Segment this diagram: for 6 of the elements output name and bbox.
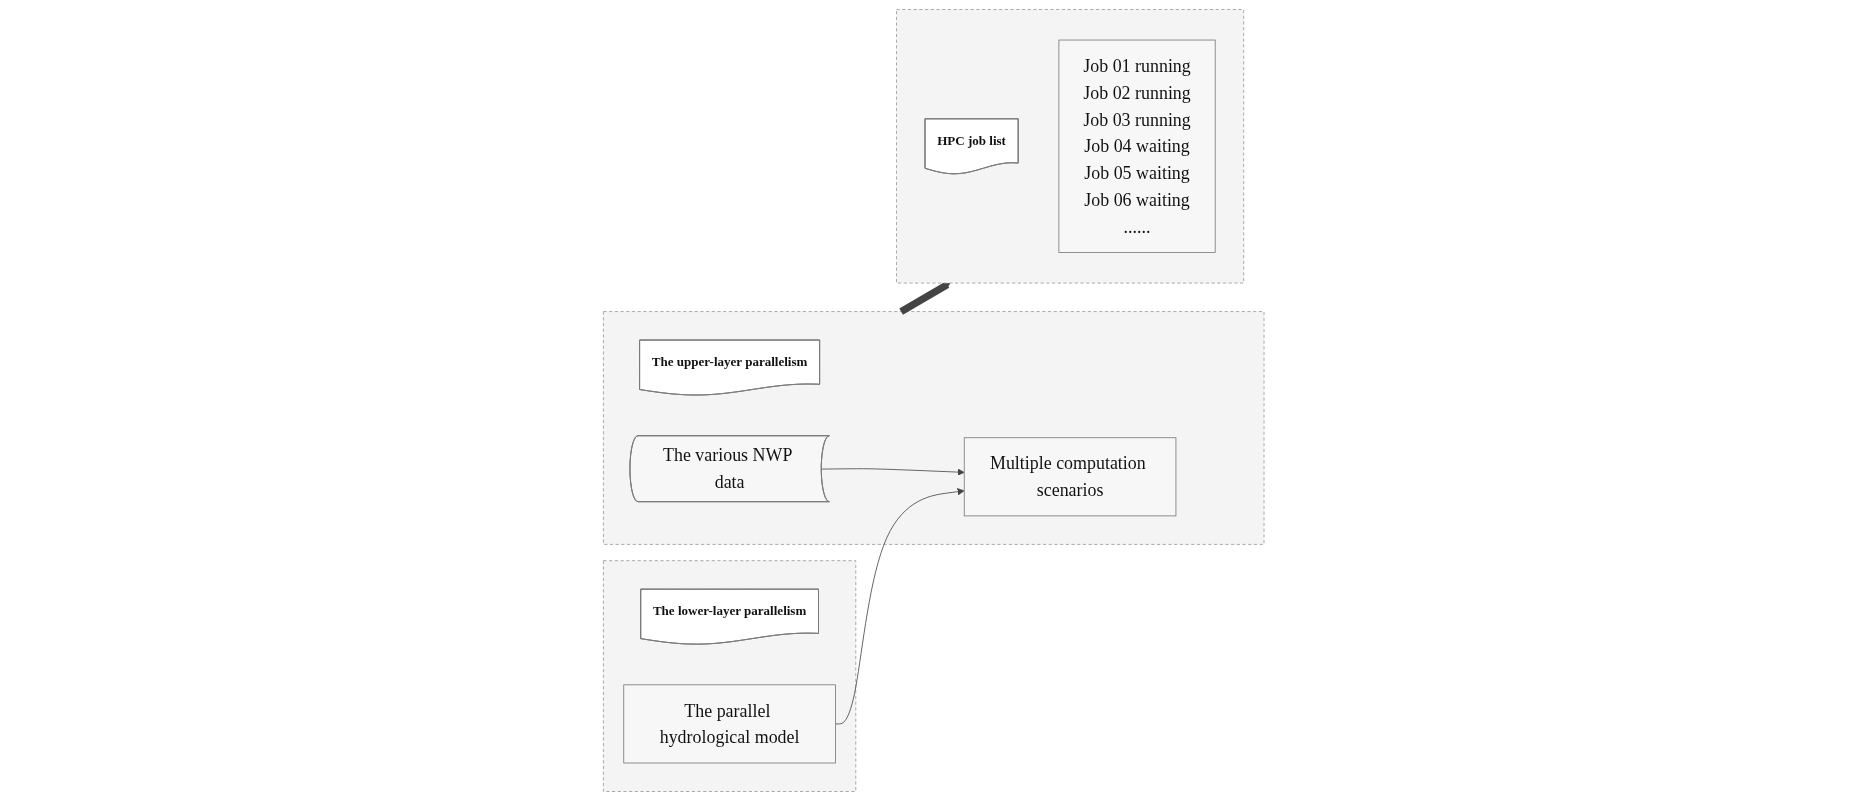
cluster bbox=[896, 9, 1245, 284]
node-box: The parallel hydrological model bbox=[623, 684, 837, 764]
cluster bbox=[603, 311, 1265, 545]
node-box: Multiple computation scenarios bbox=[964, 437, 1177, 517]
node-box: Job 01 running Job 02 running Job 03 running Job 04 waiting Job 05 waiting Job 06 waiting ...... bbox=[1058, 39, 1216, 253]
cluster bbox=[603, 560, 857, 792]
